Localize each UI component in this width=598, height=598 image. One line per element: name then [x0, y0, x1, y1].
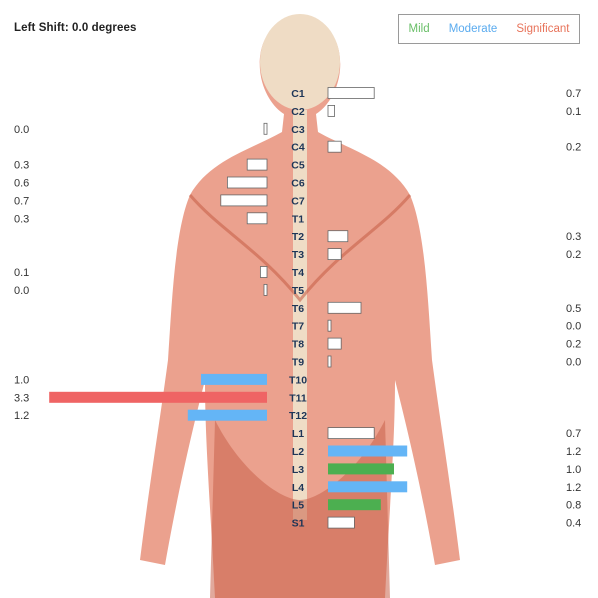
level-label-l3: L3: [292, 464, 304, 476]
value-label-c6: 0.6: [14, 178, 29, 190]
bar-c2: [327, 105, 335, 117]
value-label-t10: 1.0: [14, 374, 29, 386]
value-label-l2: 1.2: [566, 446, 581, 458]
level-label-t9: T9: [292, 357, 304, 369]
value-label-t4: 0.1: [14, 267, 29, 279]
bar-c3: [263, 122, 268, 135]
level-label-l1: L1: [292, 428, 304, 440]
level-label-l4: L4: [292, 482, 304, 494]
level-label-t3: T3: [292, 249, 304, 261]
value-label-t12: 1.2: [14, 410, 29, 422]
value-label-c5: 0.3: [14, 160, 29, 172]
bar-t6: [327, 301, 362, 314]
value-label-t7: 0.0: [566, 321, 581, 333]
level-label-t1: T1: [292, 213, 304, 225]
bar-t10: [201, 373, 267, 385]
bar-c6: [226, 176, 268, 189]
bar-t8: [327, 337, 342, 350]
value-label-c4: 0.2: [566, 142, 581, 154]
level-label-t12: T12: [289, 410, 307, 422]
trapezius-line: [188, 194, 412, 303]
value-label-l5: 0.8: [566, 500, 581, 512]
bar-l2: [328, 445, 408, 457]
value-label-l3: 1.0: [566, 464, 581, 476]
value-label-c7: 0.7: [14, 195, 29, 207]
bar-t3: [327, 248, 342, 261]
value-label-c2: 0.1: [566, 106, 581, 118]
shift-bars: [49, 87, 408, 529]
bar-t9: [327, 355, 332, 368]
value-label-t11: 3.3: [14, 392, 29, 404]
legend-moderate: Moderate: [448, 23, 498, 35]
value-label-s1: 0.4: [566, 518, 581, 530]
level-label-t11: T11: [289, 392, 307, 404]
value-label-t2: 0.3: [566, 231, 581, 243]
legend-mild: Mild: [408, 23, 430, 35]
level-label-l2: L2: [292, 446, 304, 458]
level-label-s1: S1: [292, 518, 305, 530]
value-label-t1: 0.3: [14, 213, 29, 225]
vertebra-labels: C1C2C3C4C5C6C7T1T2T3T4T5T6T7T8T9T10T11T1…: [289, 88, 307, 530]
bar-t1: [246, 212, 268, 225]
value-label-t6: 0.5: [566, 303, 581, 315]
level-label-t7: T7: [292, 321, 304, 333]
level-label-t4: T4: [292, 267, 304, 279]
level-label-t10: T10: [289, 374, 307, 386]
level-label-t6: T6: [292, 303, 304, 315]
legend-significant: Significant: [516, 23, 570, 35]
value-label-t3: 0.2: [566, 249, 581, 261]
level-label-t2: T2: [292, 231, 304, 243]
head-shape: [260, 14, 340, 110]
bar-t7: [327, 319, 332, 332]
level-label-t8: T8: [292, 339, 304, 351]
level-label-c7: C7: [291, 195, 305, 207]
bar-t2: [327, 230, 349, 243]
bar-l5: [328, 499, 381, 511]
bar-t4: [259, 266, 268, 278]
bar-l3: [328, 463, 394, 475]
value-label-t9: 0.0: [566, 357, 581, 369]
level-label-l5: L5: [292, 500, 304, 512]
level-label-c4: C4: [291, 142, 305, 154]
severity-legend: Mild Moderate Significant: [398, 14, 580, 44]
bar-s1: [327, 516, 355, 529]
left-shift-readout: Left Shift: 0.0 degrees: [14, 22, 137, 34]
level-label-c1: C1: [291, 88, 305, 100]
value-label-t8: 0.2: [566, 339, 581, 351]
bar-t11: [49, 391, 268, 403]
bar-t5: [263, 283, 268, 296]
bar-c7: [220, 194, 268, 207]
value-labels: 0.7 0.1 0.0 0.2 0.3 0.6 0.7 0.3 0.3 0.2 0.1 0.0 0.5 0…: [14, 88, 581, 530]
level-label-c5: C5: [291, 160, 305, 172]
bar-l4: [328, 481, 408, 493]
value-label-t5: 0.0: [14, 285, 29, 297]
value-label-c3: 0.0: [14, 124, 29, 136]
bar-c1: [327, 87, 375, 99]
level-label-c3: C3: [291, 124, 305, 136]
value-label-l4: 1.2: [566, 482, 581, 494]
bar-l1: [327, 427, 375, 440]
level-label-c2: C2: [291, 106, 305, 118]
value-label-c1: 0.7: [566, 88, 581, 100]
gluteal-shape: [210, 420, 390, 598]
bar-c4: [327, 140, 342, 153]
bar-c5: [246, 158, 268, 171]
bar-t12: [187, 409, 267, 421]
level-label-c6: C6: [291, 178, 305, 190]
value-label-l1: 0.7: [566, 428, 581, 440]
level-label-t5: T5: [292, 285, 304, 297]
